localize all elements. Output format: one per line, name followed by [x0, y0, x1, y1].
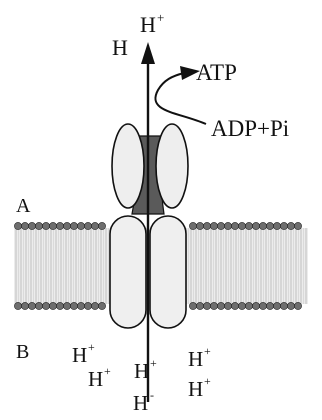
h-plus-sign-top: + — [157, 10, 164, 25]
lipid-head — [224, 302, 231, 309]
proton-ion-6: H — [188, 377, 203, 401]
proton-ion-4-charge: - — [150, 388, 154, 402]
lipid-head — [280, 222, 287, 229]
lipid-head — [63, 222, 70, 229]
lipid-head — [28, 302, 35, 309]
lipid-head — [84, 302, 91, 309]
lipid-head — [287, 302, 294, 309]
lipid-head — [189, 222, 196, 229]
lipid-head — [21, 302, 28, 309]
lipid-head — [56, 222, 63, 229]
lipid-head — [238, 222, 245, 229]
proton-ion-5: H — [188, 347, 203, 371]
lipid-head — [266, 222, 273, 229]
lipid-head — [63, 302, 70, 309]
lipid-head — [217, 302, 224, 309]
lipid-head — [238, 302, 245, 309]
lipid-head — [42, 222, 49, 229]
lipid-head — [98, 222, 105, 229]
lipid-head — [196, 302, 203, 309]
proton-flow-arrowhead — [141, 42, 155, 64]
proton-ion-2: H — [88, 367, 103, 391]
lipid-head — [245, 222, 252, 229]
lipid-head — [210, 222, 217, 229]
lipid-head — [49, 302, 56, 309]
lipid-head — [259, 222, 266, 229]
lipid-head — [217, 222, 224, 229]
lipid-head — [98, 302, 105, 309]
lipid-head — [56, 302, 63, 309]
proton-ion-1-charge: + — [88, 340, 95, 354]
proton-ion-3: H — [134, 359, 149, 383]
lipid-head — [70, 302, 77, 309]
lipid-head — [294, 302, 301, 309]
adp-pi-label: ADP+Pi — [211, 116, 289, 141]
f0-left-subunit — [110, 216, 146, 328]
lipid-head — [49, 222, 56, 229]
lipid-head — [252, 222, 259, 229]
lipid-head — [231, 302, 238, 309]
lipid-head — [224, 222, 231, 229]
lipid-head — [245, 302, 252, 309]
proton-ion-1: H — [72, 343, 87, 367]
lipid-head — [252, 302, 259, 309]
lipid-head — [294, 222, 301, 229]
lipid-head — [70, 222, 77, 229]
lipid-head — [35, 302, 42, 309]
lipid-head — [273, 302, 280, 309]
proton-ion-2-charge: + — [104, 364, 111, 378]
lipid-head — [42, 302, 49, 309]
proton-flow-arrow — [141, 42, 155, 402]
lipid-head — [280, 302, 287, 309]
lipid-head — [203, 302, 210, 309]
proton-ion-5-charge: + — [204, 344, 211, 358]
lipid-head — [21, 222, 28, 229]
lipid-head — [287, 222, 294, 229]
proton-ion-4: H — [133, 391, 148, 415]
f1-left-subunit — [112, 124, 144, 208]
proton-ions: H + H + H + H - H + H + — [72, 340, 211, 415]
lipid-head — [273, 222, 280, 229]
lipid-head — [35, 222, 42, 229]
lipid-head — [203, 222, 210, 229]
lipid-head — [210, 302, 217, 309]
lipid-head — [231, 222, 238, 229]
lipid-head — [196, 222, 203, 229]
lipid-head — [14, 302, 21, 309]
atp-label: ATP — [196, 60, 237, 85]
lipid-head — [28, 222, 35, 229]
side-a-label: A — [16, 195, 31, 217]
f1-right-subunit — [156, 124, 188, 208]
lipid-head — [14, 222, 21, 229]
lipid-head — [77, 222, 84, 229]
h-label-top: H — [112, 35, 128, 60]
lipid-head — [266, 302, 273, 309]
lipid-head — [77, 302, 84, 309]
lipid-head — [259, 302, 266, 309]
f0-right-subunit — [150, 216, 186, 328]
proton-ion-6-charge: + — [204, 374, 211, 388]
h-plus-label-top: H — [140, 12, 156, 37]
side-b-label: B — [16, 341, 29, 363]
lipid-head — [91, 222, 98, 229]
lipid-head — [189, 302, 196, 309]
proton-ion-3-charge: + — [150, 356, 157, 370]
lipid-head — [91, 302, 98, 309]
lipid-head — [84, 222, 91, 229]
headpiece-f1 — [112, 124, 188, 214]
